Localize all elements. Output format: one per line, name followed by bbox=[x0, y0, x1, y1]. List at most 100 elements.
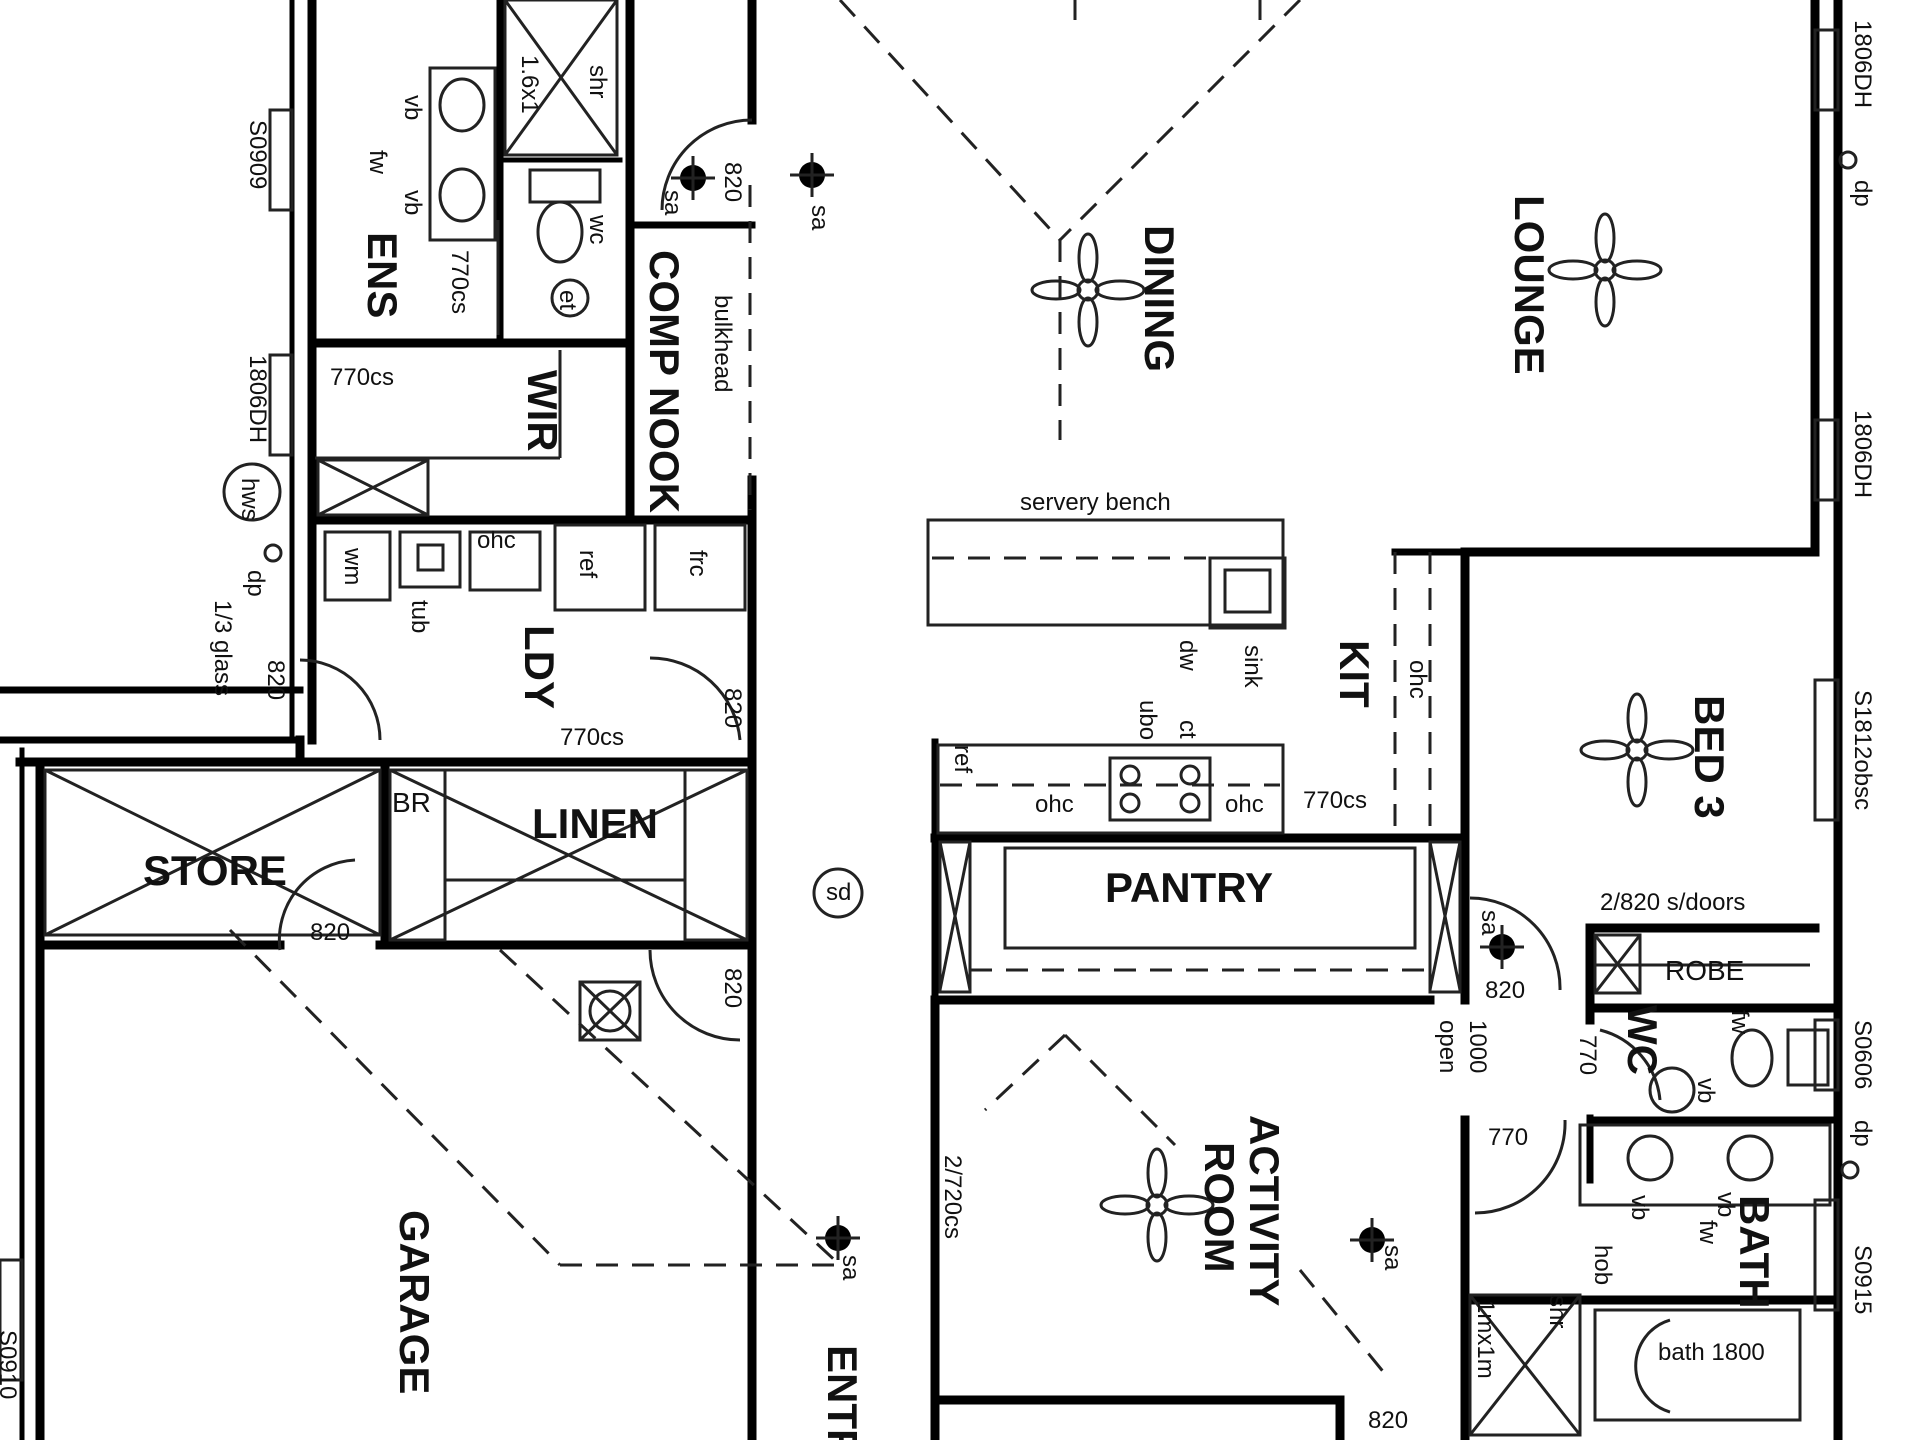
label-glass: 1/3 glass bbox=[209, 600, 236, 696]
room-robe: ROBE bbox=[1665, 955, 1744, 986]
label-window-1806dh-right: 1806DH bbox=[1849, 410, 1876, 498]
smoke-alarms bbox=[671, 153, 1524, 1262]
label-fw: fw bbox=[364, 150, 391, 175]
label-window-s0909: S0909 bbox=[244, 120, 271, 189]
label-820-garage: 820 bbox=[719, 968, 746, 1008]
room-kit: KIT bbox=[1331, 640, 1378, 708]
room-linen: LINEN bbox=[532, 800, 658, 847]
ceiling-lines bbox=[228, 0, 1392, 1381]
label-vb: vb bbox=[399, 95, 426, 120]
label-820-bottom: 820 bbox=[1368, 1407, 1408, 1434]
room-activity-2: ROOM bbox=[1196, 1142, 1243, 1273]
label-ct: ct bbox=[1174, 720, 1201, 739]
label-770-wc: 770 bbox=[1574, 1035, 1601, 1075]
room-names: ENS WIR COMP NOOK DINING LOUNGE LDY KIT … bbox=[143, 195, 1778, 1440]
label-sa: sa bbox=[1476, 910, 1503, 936]
room-lounge: LOUNGE bbox=[1506, 195, 1553, 375]
room-ens: ENS bbox=[359, 232, 406, 318]
label-window-s0606: S0606 bbox=[1849, 1020, 1876, 1089]
label-window-s0915: S0915 bbox=[1849, 1245, 1876, 1314]
label-vb: vb bbox=[399, 190, 426, 215]
label-ohc: ohc bbox=[1404, 660, 1431, 699]
walls bbox=[0, 0, 1843, 1440]
label-sink: sink bbox=[1239, 645, 1266, 689]
label-820-ldy: 820 bbox=[262, 660, 289, 700]
label-770cs-ldy: 770cs bbox=[560, 724, 624, 751]
label-sa: sa bbox=[1379, 1245, 1406, 1271]
label-open: open bbox=[1434, 1020, 1461, 1073]
room-wir: WIR bbox=[519, 370, 566, 452]
label-servery-bench: servery bench bbox=[1020, 489, 1171, 516]
smoke-detector-icon bbox=[812, 867, 864, 919]
label-820-store: 820 bbox=[310, 919, 350, 946]
label-tub: tub bbox=[406, 600, 433, 633]
room-activity-1: ACTIVITY bbox=[1241, 1115, 1288, 1306]
label-bulkhead: bulkhead bbox=[709, 295, 736, 392]
room-bed3: BED 3 bbox=[1686, 695, 1733, 819]
smoke-alarm-icon bbox=[816, 1216, 860, 1260]
label-window-s0910: S0910 bbox=[0, 1330, 21, 1399]
label-fw: fw bbox=[1694, 1220, 1721, 1245]
label-fw: fw bbox=[1726, 1010, 1753, 1035]
label-sa: sa bbox=[837, 1255, 864, 1281]
fixtures bbox=[0, 0, 1860, 1437]
label-shr-size-top: 1.6x1 bbox=[516, 55, 543, 114]
room-bath: BATH bbox=[1731, 1195, 1778, 1309]
room-wc: WC bbox=[1619, 1005, 1666, 1075]
fan-icon bbox=[1099, 1147, 1215, 1263]
room-comp-nook: COMP NOOK bbox=[641, 250, 688, 513]
label-shr-bath: shr bbox=[1544, 1295, 1571, 1328]
label-shr-bath-size: 1mx1m bbox=[1472, 1300, 1499, 1379]
label-frc: frc bbox=[684, 550, 711, 577]
label-ref-kit: ref bbox=[949, 745, 976, 773]
room-store: STORE bbox=[143, 847, 287, 894]
smoke-alarm-icon bbox=[1350, 1218, 1394, 1262]
label-sa: sa bbox=[659, 190, 686, 216]
label-wm: wm bbox=[339, 547, 366, 585]
label-vb: vb bbox=[1626, 1195, 1653, 1220]
fan-icon bbox=[1547, 212, 1663, 328]
fixture-labels: shr 1.6x1 vb vb fw wc et 770cs 770cs 820… bbox=[0, 20, 1876, 1434]
label-window-1806dh-left: 1806DH bbox=[244, 355, 271, 443]
label-dp-right: dp bbox=[1849, 180, 1876, 207]
fan-icon bbox=[1579, 692, 1695, 808]
label-sliding-doors: 2/820 s/doors bbox=[1600, 889, 1745, 916]
label-ohc: ohc bbox=[1225, 791, 1264, 818]
label-shr-top: shr bbox=[584, 65, 611, 98]
label-sd: sd bbox=[826, 879, 851, 906]
label-dp-left: dp bbox=[242, 570, 269, 597]
label-wc-fixture: wc bbox=[584, 214, 611, 244]
label-window-s1812: S1812obsc bbox=[1849, 690, 1876, 810]
smoke-alarm-icon bbox=[790, 153, 834, 197]
label-vb: vb bbox=[1692, 1078, 1719, 1103]
smoke-alarm-icon bbox=[1480, 925, 1524, 969]
label-1000: 1000 bbox=[1464, 1020, 1491, 1073]
room-pantry: PANTRY bbox=[1105, 864, 1273, 911]
label-ubo: ubo bbox=[1134, 700, 1161, 740]
label-770cs-kit: 770cs bbox=[1303, 787, 1367, 814]
label-820-robe: 820 bbox=[1485, 977, 1525, 1004]
label-820-sa: 820 bbox=[719, 162, 746, 202]
doors bbox=[277, 118, 1662, 1215]
label-hws: hws bbox=[236, 478, 263, 521]
room-dining: DINING bbox=[1136, 225, 1183, 372]
label-ohc-ldy: ohc bbox=[477, 527, 516, 554]
label-et: et bbox=[554, 290, 581, 310]
smoke-alarm-icon bbox=[671, 156, 715, 200]
label-dw: dw bbox=[1174, 640, 1201, 671]
label-ohc: ohc bbox=[1035, 791, 1074, 818]
room-ldy: LDY bbox=[516, 625, 563, 709]
label-bath-1800: bath 1800 bbox=[1658, 1339, 1765, 1366]
label-770cs-ens: 770cs bbox=[446, 250, 473, 314]
room-entry: ENTR bbox=[819, 1345, 866, 1440]
room-br: BR bbox=[392, 787, 431, 818]
label-ref-ldy: ref bbox=[574, 550, 601, 578]
label-dp-right-2: dp bbox=[1849, 1120, 1876, 1147]
label-770cs-wir: 770cs bbox=[330, 364, 394, 391]
label-vb: vb bbox=[1712, 1192, 1739, 1217]
label-770-bath: 770 bbox=[1488, 1124, 1528, 1151]
label-window-1806dh-top: 1806DH bbox=[1849, 20, 1876, 108]
label-hob: hob bbox=[1589, 1245, 1616, 1285]
fan-icon bbox=[1030, 232, 1146, 348]
